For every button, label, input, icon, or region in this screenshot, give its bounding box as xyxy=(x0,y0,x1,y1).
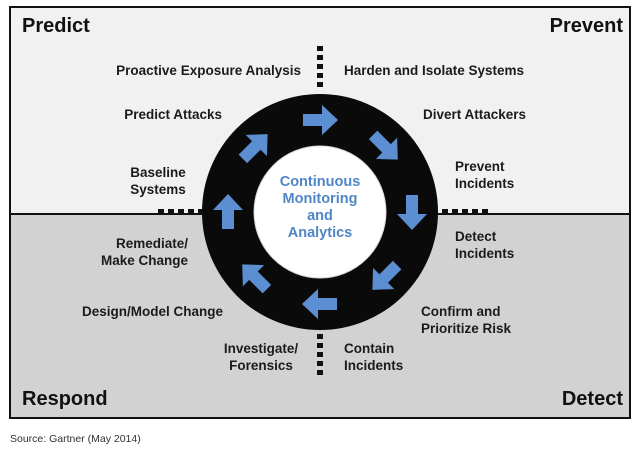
arrow-top-right-icon xyxy=(368,130,398,160)
step-baseline-systems: Baseline Systems xyxy=(118,164,198,198)
center-label: Continuous Monitoring and Analytics xyxy=(253,174,387,242)
step-line: Confirm and xyxy=(421,304,501,319)
bottom-dotted-connector xyxy=(317,334,323,375)
step-line: Make Change xyxy=(100,253,188,268)
step-remediate-make-change: Remediate/ Make Change xyxy=(101,235,188,269)
step-detect-incidents: Detect Incidents xyxy=(455,228,514,262)
inner-core xyxy=(253,145,387,279)
top-dotted-connector xyxy=(317,46,323,87)
quadrant-prevent: Prevent xyxy=(549,15,623,37)
step-predict-attacks: Predict Attacks xyxy=(124,107,222,122)
center-label-line: and xyxy=(307,208,333,224)
center-label-line: Monitoring xyxy=(282,191,358,207)
arrow-left-icon xyxy=(213,194,243,229)
quadrant-respond: Respond xyxy=(22,388,108,410)
step-line: Forensics xyxy=(229,358,293,373)
step-line: Remediate/ xyxy=(115,236,188,251)
center-label-line: Analytics xyxy=(287,225,353,241)
step-line: Baseline xyxy=(130,165,186,180)
step-line: Prevent xyxy=(455,159,505,174)
arrow-right-icon xyxy=(397,195,427,230)
step-divert-attackers: Divert Attackers xyxy=(423,107,527,122)
step-confirm-and-prioritize-risk: Confirm and Prioritize Risk xyxy=(421,303,511,337)
step-line: Prioritize Risk xyxy=(421,321,512,336)
step-line: Detect xyxy=(455,229,497,244)
arrow-top-left-icon xyxy=(238,134,268,164)
cycle-arrows xyxy=(213,105,427,319)
step-design-model-change: Design/Model Change xyxy=(81,304,223,319)
step-line: Incidents xyxy=(455,176,515,191)
step-proactive-exposure-analysis: Proactive Exposure Analysis xyxy=(116,63,301,78)
arrow-bottom-right-icon xyxy=(372,260,402,290)
left-dotted-connector xyxy=(158,209,204,215)
step-line: Investigate/ xyxy=(223,341,299,356)
step-line: Contain xyxy=(344,341,395,356)
step-contain-incidents: Contain Incidents xyxy=(344,340,403,374)
step-line: Systems xyxy=(130,182,186,197)
arrow-top-icon xyxy=(303,105,338,135)
right-dotted-connector xyxy=(442,209,488,215)
step-prevent-incidents: Prevent Incidents xyxy=(455,158,514,192)
quadrant-detect: Detect xyxy=(561,388,623,410)
center-label-line: Continuous xyxy=(279,174,361,190)
step-line: Incidents xyxy=(344,358,404,373)
step-harden-and-isolate-systems: Harden and Isolate Systems xyxy=(344,63,525,78)
arrow-bottom-left-icon xyxy=(242,264,272,294)
arrow-bottom-icon xyxy=(302,289,337,319)
step-investigate-forensics: Investigate/ Forensics xyxy=(213,340,309,374)
source-caption: Source: Gartner (May 2014) xyxy=(10,433,141,445)
quadrant-predict: Predict xyxy=(22,15,90,37)
step-line: Incidents xyxy=(455,246,515,261)
